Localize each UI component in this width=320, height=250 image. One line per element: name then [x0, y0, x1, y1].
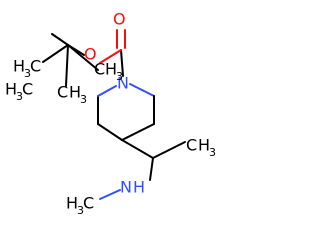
label-sidechain-ch3-c: C — [186, 136, 197, 155]
bond-ch-to-nh — [149, 157, 154, 181]
atom-amine-n: N — [120, 178, 132, 197]
bond-carbonyl-to-ester-o — [99, 49, 122, 64]
label-sidechain-ch3-h: H — [198, 136, 210, 155]
atom-carbonyl-o: O — [113, 10, 126, 29]
molecule-diagram: O O N H 3 C H 3 C C H 3 C H 3 C H 3 N H … — [5, 10, 216, 218]
label-ch3-center-h: H — [69, 83, 81, 102]
bond-ring-c4-to-c5 — [97, 123, 123, 141]
atom-ester-o: O — [84, 45, 97, 64]
label-ch3-center-3: 3 — [80, 93, 87, 106]
label-h3c-lower-c: C — [22, 80, 33, 99]
label-nmethyl-3: 3 — [77, 204, 84, 217]
label-sidechain-ch3-3: 3 — [209, 146, 216, 159]
bond-tbutyl-right — [67, 44, 99, 71]
label-nmethyl-c: C — [83, 194, 94, 213]
bond-ring-c3-to-c4 — [121, 123, 155, 141]
bond-ring-n-to-c2 — [129, 83, 155, 97]
bond-ch-to-methyl — [152, 141, 186, 159]
label-h3c-upper-h: H — [13, 57, 25, 76]
bond-ring-c6-to-n — [97, 85, 117, 97]
label-ch3-right-c: C — [94, 60, 105, 79]
label-h3c-upper-3: 3 — [24, 67, 31, 80]
label-ch3-center-c: C — [57, 83, 68, 102]
label-h3c-lower-h: H — [5, 80, 17, 99]
bond-nh-to-nmethyl — [99, 189, 121, 200]
atom-amine-h: H — [133, 178, 145, 197]
bond-tbutyl-up — [51, 33, 69, 46]
label-nmethyl-h: H — [66, 194, 78, 213]
bond-tbutyl-left — [42, 44, 69, 63]
atom-ring-n: N — [117, 74, 129, 93]
label-h3c-lower-3: 3 — [16, 90, 23, 103]
label-h3c-upper-c: C — [30, 57, 41, 76]
bond-ring-c4-to-ch — [121, 139, 154, 159]
label-ch3-right-h: H — [105, 60, 117, 79]
structure-svg: O O N H 3 C H 3 C C H 3 C H 3 C H 3 N H … — [5, 10, 216, 218]
bond-tbutyl-down — [65, 44, 69, 87]
label-ch3-right-3: 3 — [116, 70, 123, 83]
bond-c-carbonyl-to-ring-n — [120, 49, 124, 77]
